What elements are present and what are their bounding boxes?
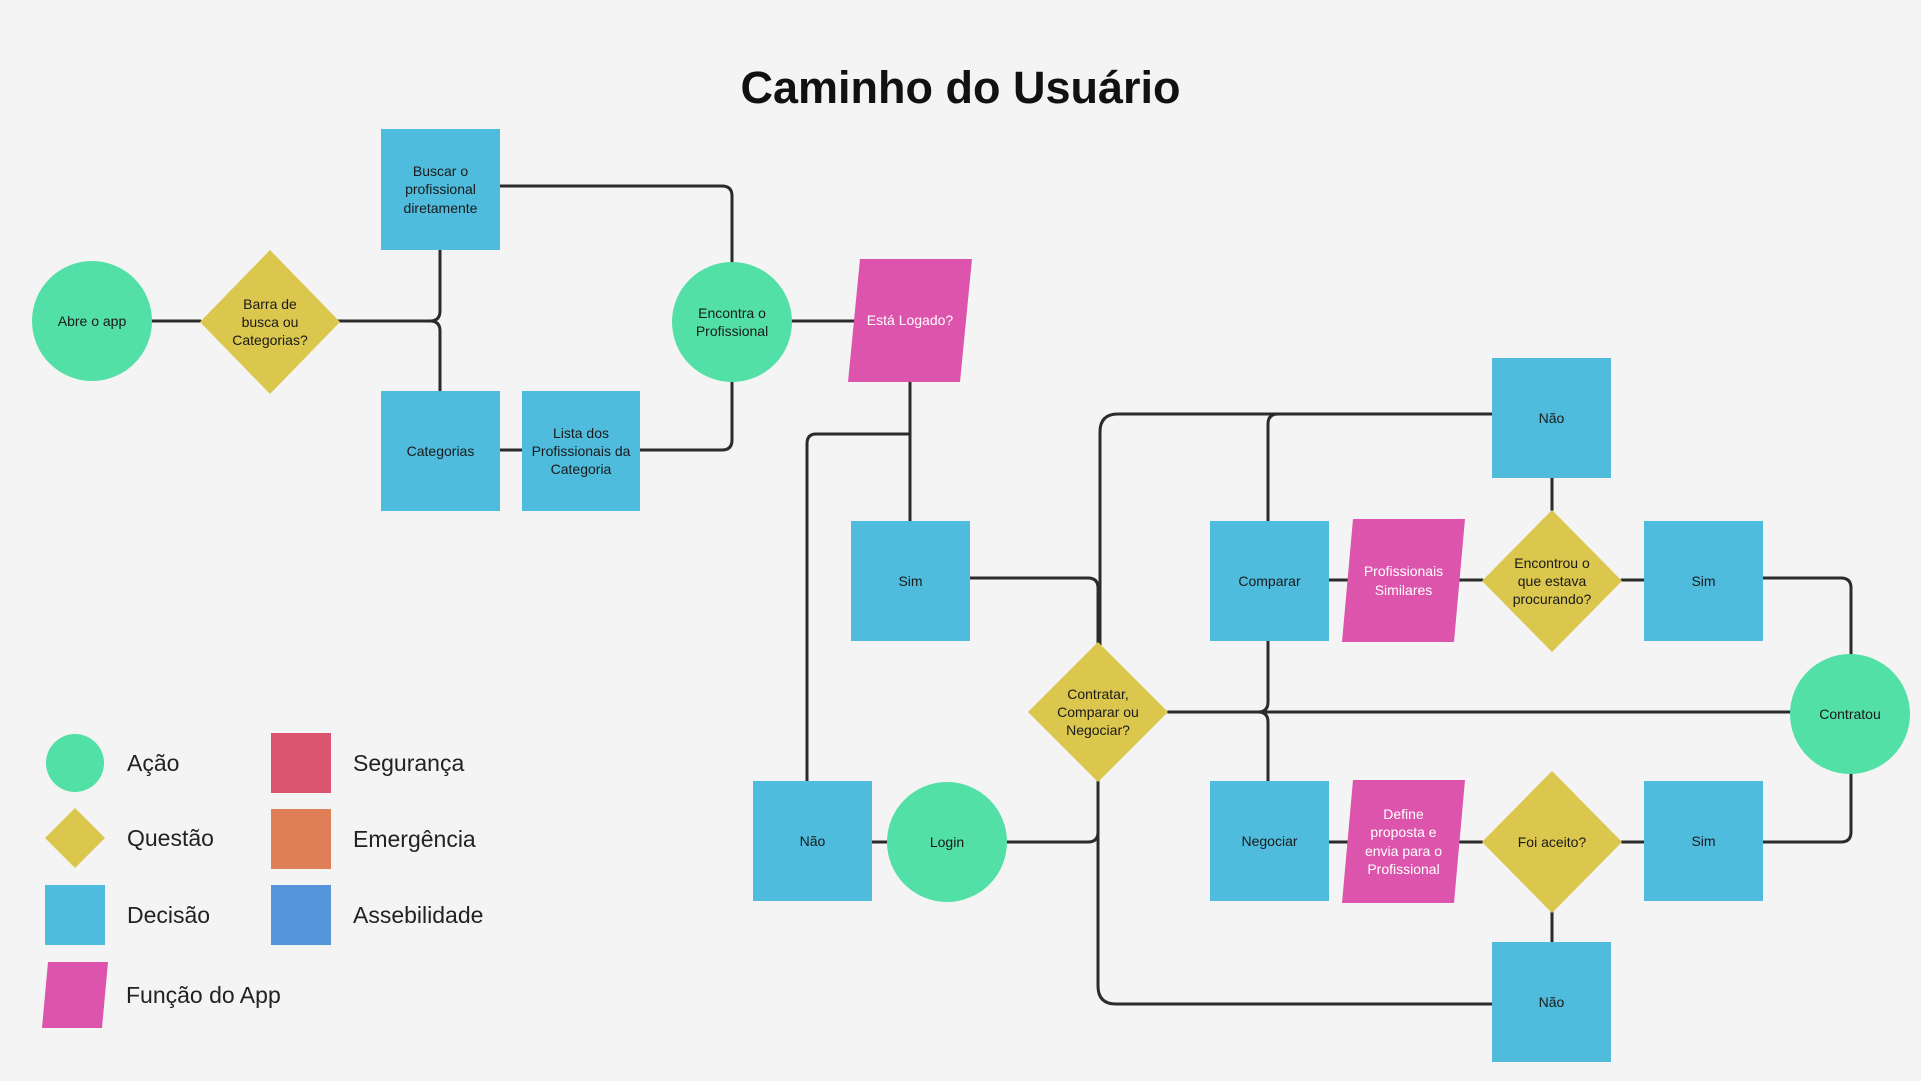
node-define-proposta: Define proposta e envia para o Profissio… — [1342, 780, 1465, 903]
square-swatch — [45, 885, 105, 945]
connector — [805, 432, 912, 784]
square-swatch — [271, 809, 331, 869]
node-label: Não — [1538, 993, 1565, 1010]
node-label: Sim — [1691, 832, 1716, 849]
node-label: Negociar — [1241, 832, 1298, 849]
legend-item-emergencia: Emergência — [271, 809, 476, 869]
legend-item-questao: Questão — [45, 808, 214, 868]
parallelogram-shape — [1342, 519, 1465, 642]
legend-label: Questão — [127, 824, 214, 851]
legend-item-assebilidade: Assebilidade — [271, 885, 483, 945]
node-label: Profissionais Similares — [1363, 563, 1444, 598]
node-encontra-profissional: Encontra o Profissional — [672, 262, 792, 382]
node-label: Sim — [898, 572, 923, 589]
circle-shape — [672, 262, 792, 382]
connector — [498, 184, 734, 264]
diamond-shape — [1482, 510, 1622, 652]
node-label: Barra de busca ou Categorias? — [232, 295, 308, 349]
node-label: Comparar — [1238, 572, 1301, 589]
square-swatch — [271, 733, 331, 793]
node-abre-app: Abre o app — [32, 261, 152, 381]
node-label: Define proposta e envia para o Profissio… — [1364, 806, 1443, 877]
connector — [1256, 639, 1270, 714]
node-profissionais-similares: Profissionais Similares — [1342, 519, 1465, 642]
node-label: Categorias — [406, 442, 475, 459]
node-label: Abre o app — [57, 312, 127, 329]
parallelogram-shape — [1342, 780, 1465, 903]
legend-item-acao: Ação — [45, 733, 179, 793]
connector — [1098, 412, 1494, 647]
node-comparar: Comparar — [1210, 521, 1329, 641]
circle-shape — [32, 261, 152, 381]
circle-swatch — [46, 734, 104, 792]
node-label: Sim — [1691, 572, 1716, 589]
node-buscar-profissional: Buscar o profissional diretamente — [381, 129, 500, 250]
node-label: Login — [929, 833, 965, 850]
node-foi-aceito: Foi aceito? — [1482, 771, 1622, 913]
node-contratou: Contratou — [1790, 654, 1910, 774]
circle-shape — [1790, 654, 1910, 774]
legend-label: Assebilidade — [353, 901, 484, 928]
node-label: Encontrou o que estava procurando? — [1512, 554, 1592, 608]
connector — [968, 576, 1100, 647]
node-label: Não — [799, 832, 826, 849]
connector — [1761, 576, 1853, 656]
square-swatch — [271, 885, 331, 945]
parallelogram-shape — [848, 259, 972, 382]
node-categorias: Categorias — [381, 391, 500, 511]
node-nao-encontrou: Não — [1492, 358, 1611, 478]
connector — [428, 319, 442, 394]
legend-label: Função do App — [126, 981, 281, 1008]
node-label: Foi aceito? — [1517, 833, 1587, 850]
connector — [1096, 778, 1494, 1006]
node-barra-busca: Barra de busca ou Categorias? — [200, 250, 340, 394]
node-label: Contratar, Comparar ou Negociar? — [1057, 685, 1139, 739]
node-nao-logado: Não — [753, 781, 872, 901]
connector — [1266, 412, 1280, 524]
node-contratar-comparar: Contratar, Comparar ou Negociar? — [1028, 642, 1168, 782]
diamond-shape — [1028, 642, 1168, 782]
node-nao-aceito: Não — [1492, 942, 1611, 1062]
node-label: Está Logado? — [866, 312, 954, 329]
node-label: Encontra o Profissional — [695, 304, 769, 339]
legend-label: Segurança — [353, 749, 465, 776]
node-label: Buscar o profissional diretamente — [403, 163, 478, 216]
legend-item-decisao: Decisão — [45, 885, 210, 945]
node-label: Não — [1538, 409, 1565, 426]
circle-shape — [887, 782, 1007, 902]
node-encontrou: Encontrou o que estava procurando? — [1482, 510, 1622, 652]
connector — [1761, 770, 1853, 844]
node-label: Lista dos Profissionais da Categoria — [531, 424, 631, 478]
legend-label: Ação — [127, 749, 180, 776]
node-sim-aceito: Sim — [1644, 781, 1763, 901]
connector — [336, 248, 442, 323]
page-title: Caminho do Usuário — [740, 62, 1181, 113]
legend-item-seguranca: Segurança — [271, 733, 464, 793]
legend-label: Decisão — [127, 901, 211, 928]
node-label: Contratou — [1819, 705, 1881, 722]
parallelogram-swatch — [42, 962, 108, 1028]
legend-label: Emergência — [353, 825, 476, 852]
node-sim-encontrou: Sim — [1644, 521, 1763, 641]
node-esta-logado: Está Logado? — [848, 259, 972, 382]
node-negociar: Negociar — [1210, 781, 1329, 901]
node-login: Login — [887, 782, 1007, 902]
diamond-shape — [200, 250, 340, 394]
connector — [1005, 778, 1100, 844]
node-sim-logado: Sim — [851, 521, 970, 641]
legend-item-funcao: Função do App — [42, 962, 281, 1028]
diamond-shape — [1482, 771, 1622, 913]
connector — [1256, 710, 1270, 784]
node-lista-profissionais: Lista dos Profissionais da Categoria — [522, 391, 640, 511]
diamond-swatch — [45, 808, 105, 868]
connector — [638, 378, 734, 452]
